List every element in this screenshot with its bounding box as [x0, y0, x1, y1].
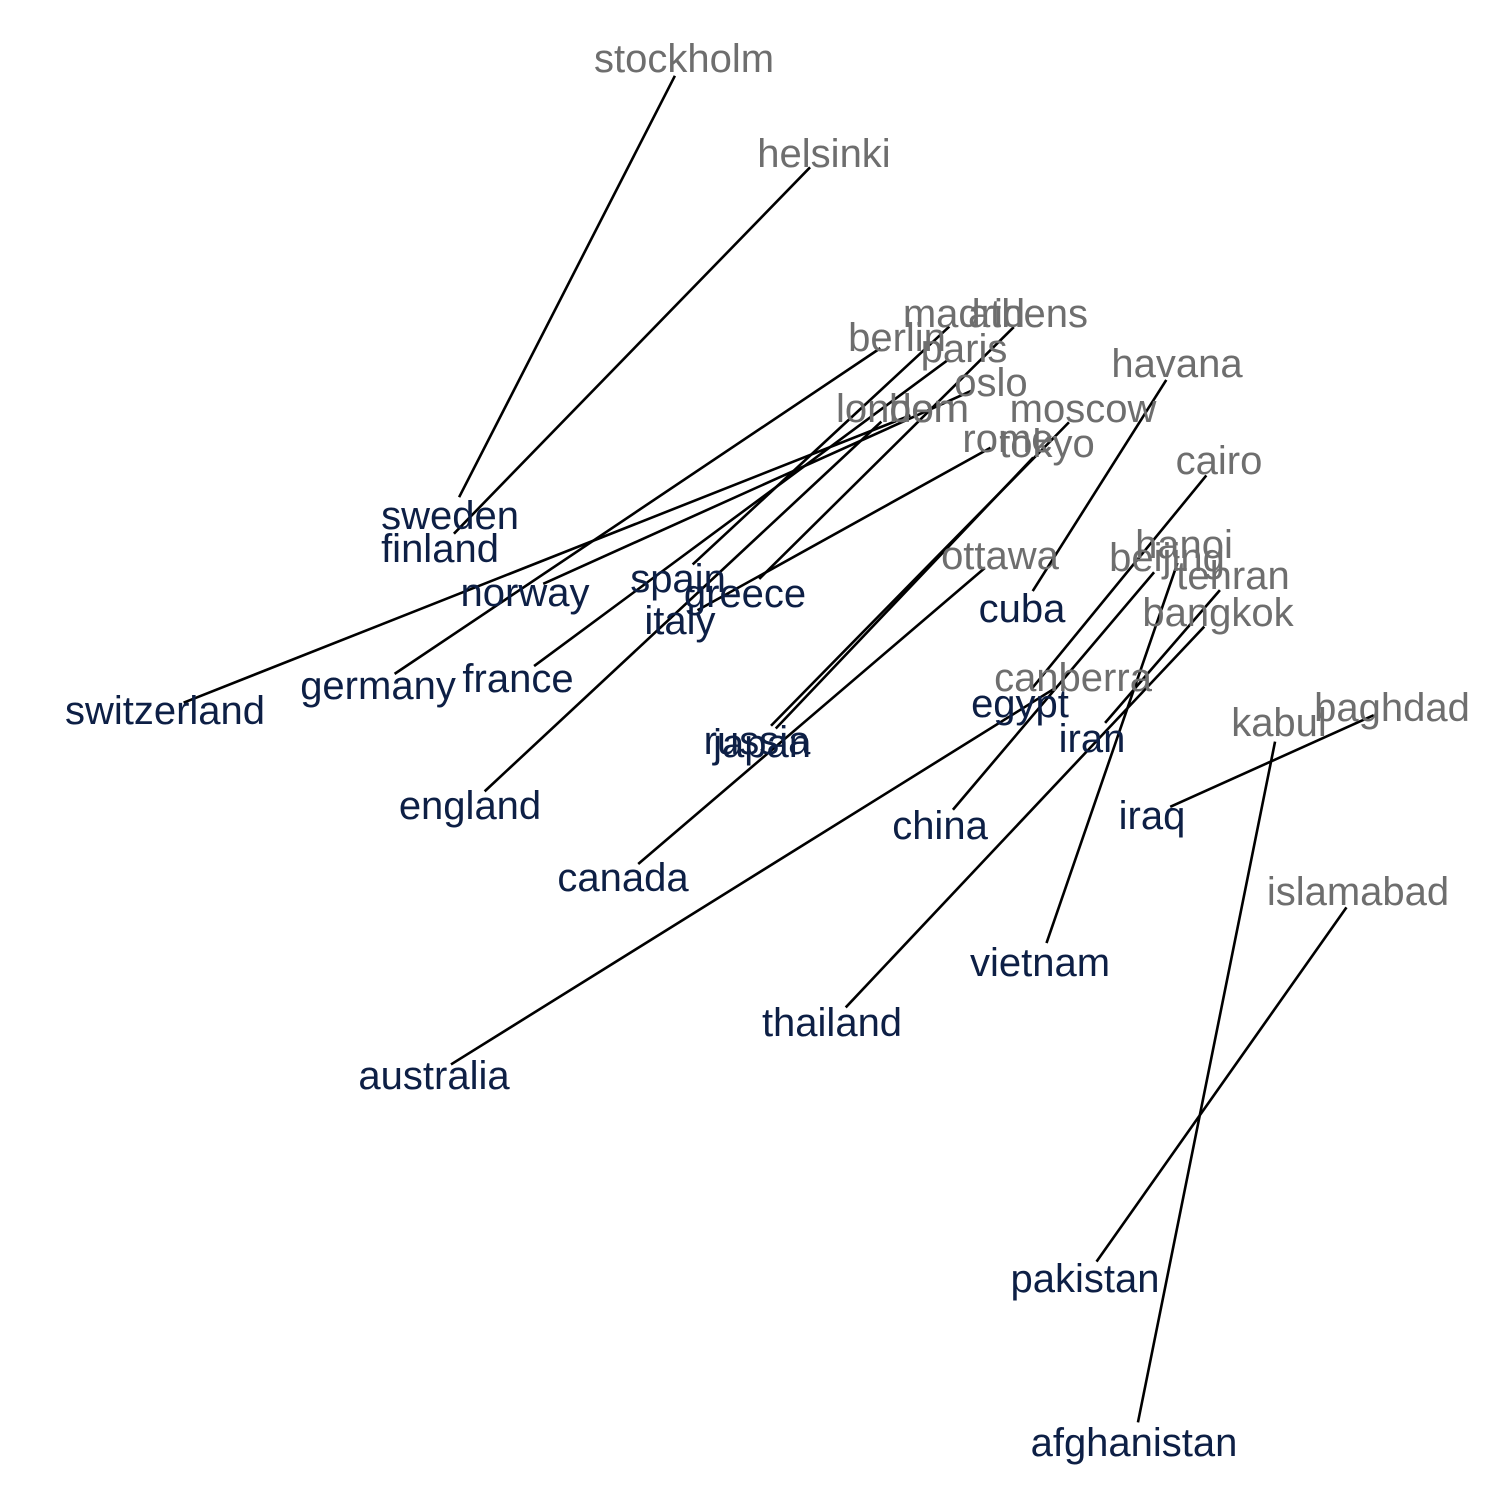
country-label-china: china — [892, 804, 988, 848]
capital-label-canberra: canberra — [994, 656, 1153, 700]
link-japan-tokyo — [774, 456, 1035, 730]
link-switzerland-bern — [183, 414, 911, 704]
capital-label-islamabad: islamabad — [1267, 870, 1449, 914]
capital-label-paris: paris — [921, 327, 1008, 371]
capital-label-beijing: beijing — [1109, 536, 1225, 580]
capital-label-havana: havana — [1111, 342, 1243, 386]
country-label-thailand: thailand — [762, 1001, 902, 1045]
link-norway-oslo — [542, 389, 974, 585]
link-afghanistan-kabul — [1136, 741, 1277, 1423]
country-label-spain: spain — [630, 557, 726, 601]
country-label-norway: norway — [461, 571, 590, 615]
capital-label-kabul: kabul — [1231, 701, 1327, 745]
link-england-london — [483, 420, 883, 793]
capital-label-hanoi: hanoi — [1135, 523, 1233, 567]
country-label-germany: germany — [300, 664, 456, 708]
country-label-australia: australia — [358, 1054, 510, 1098]
country-label-pakistan: pakistan — [1011, 1257, 1160, 1301]
link-italy-rome — [696, 446, 992, 612]
link-vietnam-hanoi — [1045, 562, 1179, 944]
capital-label-tokyo: tokyo — [999, 422, 1095, 466]
link-china-beijing — [951, 571, 1156, 811]
link-australia-canberra — [450, 686, 1057, 1066]
country-label-egypt: egypt — [971, 682, 1069, 726]
capital-label-helsinki: helsinki — [757, 132, 890, 176]
link-greece-athens — [758, 326, 1015, 580]
country-label-finland: finland — [381, 527, 499, 571]
link-layer — [183, 75, 1375, 1423]
link-finland-helsinki — [453, 166, 811, 535]
capital-label-tehran: tehran — [1176, 554, 1289, 598]
link-pakistan-islamabad — [1095, 906, 1348, 1263]
capital-label-cairo: cairo — [1176, 439, 1263, 483]
country-label-iran: iran — [1059, 717, 1126, 761]
country-label-italy: italy — [644, 599, 715, 643]
capital-label-bangkok: bangkok — [1142, 591, 1294, 635]
country-label-france: france — [462, 657, 573, 701]
country-label-england: england — [399, 784, 541, 828]
capital-label-oslo: oslo — [954, 361, 1027, 405]
link-sweden-stockholm — [457, 75, 677, 498]
link-france-paris — [533, 358, 949, 668]
link-egypt-cairo — [1031, 474, 1208, 689]
country-label-japan: japan — [712, 722, 811, 766]
capital-label-athens: athens — [968, 292, 1088, 336]
country-label-vietnam: vietnam — [970, 941, 1110, 985]
country-label-sweden: sweden — [381, 494, 519, 538]
capital-label-baghdad: baghdad — [1314, 686, 1470, 730]
capital-label-moscow: moscow — [1010, 387, 1157, 431]
capital-label-stockholm: stockholm — [594, 37, 774, 81]
link-thailand-bangkok — [844, 625, 1206, 1009]
link-spain-madrid — [691, 325, 951, 566]
link-canada-ottawa — [637, 567, 986, 865]
country-label-afghanistan: afghanistan — [1031, 1421, 1238, 1465]
capital-label-madrid: madrid — [903, 292, 1025, 336]
capital-label-london: london — [836, 387, 956, 431]
country-label-russia: russia — [704, 719, 811, 763]
country-label-switzerland: switzerland — [65, 689, 265, 733]
country-label-iraq: iraq — [1119, 794, 1186, 838]
capital-label-ottawa: ottawa — [941, 534, 1060, 578]
country-label-greece: greece — [684, 572, 806, 616]
link-germany-berlin — [393, 347, 882, 675]
capital-label-berlin: berlin — [848, 316, 946, 360]
country-label-cuba: cuba — [979, 587, 1066, 631]
capital-label-bern: bern — [889, 387, 969, 431]
country-label-canada: canada — [557, 856, 689, 900]
link-cuba-havana — [1031, 379, 1168, 592]
link-iran-tehran — [1104, 589, 1221, 724]
capital-label-rome: rome — [962, 417, 1053, 461]
